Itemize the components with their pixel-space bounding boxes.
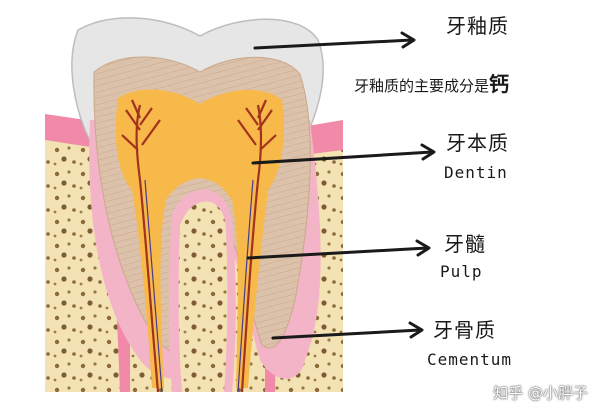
dentin-label: 牙本质 (446, 131, 509, 155)
arrow-dentin (251, 150, 434, 165)
watermark: 知乎 @小胖子 (493, 384, 588, 402)
pulp-label: 牙髓 (444, 232, 486, 256)
arrow-cementum (271, 328, 422, 340)
nerve-vessels (121, 99, 277, 393)
cementum-label: 牙骨质 (433, 318, 496, 342)
enamel-label: 牙釉质 (446, 14, 509, 38)
arrow-enamel (253, 38, 414, 50)
label-arrows (246, 31, 436, 340)
enamel-note: 牙釉质的主要成分是钙 (354, 68, 509, 97)
enamel-note-main: 牙釉质的主要成分是 (354, 77, 490, 95)
cementum-label-en: Cementum (427, 350, 513, 369)
pulp-label-en: Pulp (440, 262, 483, 281)
arrow-pulp (246, 246, 429, 260)
enamel-note-emphasis: 钙 (489, 72, 510, 96)
pulp-chamber (115, 89, 285, 388)
dentin-label-en: Dentin (444, 163, 508, 182)
